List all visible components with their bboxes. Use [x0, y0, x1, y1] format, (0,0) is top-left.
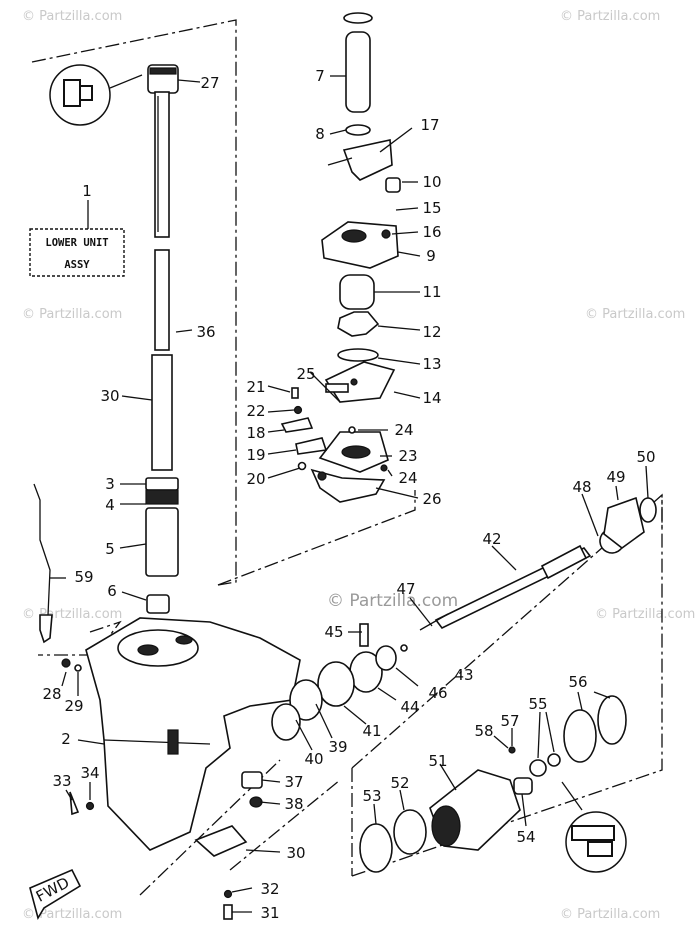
callout-labels: 1 2 3 4 5 6 7 8 9 10 11 12 13 14 15 16 1…	[42, 67, 655, 922]
watermark-top-right: © Partzilla.com	[560, 9, 660, 24]
callout-5: 5	[105, 540, 115, 558]
callout-46: 46	[428, 684, 447, 702]
callout-6: 6	[107, 582, 117, 600]
callout-8: 8	[315, 125, 325, 143]
callout-17: 17	[420, 116, 439, 134]
callout-56: 56	[568, 673, 587, 691]
callout-50: 50	[636, 448, 655, 466]
callout-38: 38	[284, 795, 303, 813]
watermark-mid-right: © Partzilla.com	[585, 307, 685, 322]
callout-26: 26	[422, 490, 441, 508]
callout-45: 45	[324, 623, 343, 641]
callout-13: 13	[422, 355, 441, 373]
callout-33: 33	[52, 772, 71, 790]
callout-36: 36	[196, 323, 215, 341]
drive-shaft-assembly	[145, 64, 179, 614]
callout-16: 16	[422, 223, 441, 241]
watermark-mid-left: © Partzilla.com	[22, 307, 122, 322]
callout-59: 59	[74, 568, 93, 586]
callout-52: 52	[390, 774, 409, 792]
seal-detail-circle	[49, 64, 143, 126]
callout-22: 22	[246, 402, 265, 420]
callout-20: 20	[246, 470, 265, 488]
callout-41: 41	[362, 722, 381, 740]
callout-2: 2	[61, 730, 71, 748]
callout-4: 4	[105, 496, 115, 514]
callout-18: 18	[246, 424, 265, 442]
watermark-bottom-right: © Partzilla.com	[560, 907, 660, 922]
callout-39: 39	[328, 738, 347, 756]
callout-34: 34	[80, 764, 99, 782]
callout-28: 28	[42, 685, 61, 703]
assy-box-line2: ASSY	[64, 259, 90, 271]
bearing-housing-group	[359, 695, 627, 873]
callout-29: 29	[64, 697, 83, 715]
callout-27: 27	[200, 74, 219, 92]
callout-49: 49	[606, 468, 625, 486]
callout-37: 37	[284, 773, 303, 791]
small-hardware	[280, 383, 388, 472]
assy-box-line1: LOWER UNIT	[45, 237, 108, 249]
watermark-layer: © Partzilla.com © Partzilla.com © Partzi…	[22, 9, 695, 922]
shift-rod	[33, 483, 53, 644]
watermark-top-left: © Partzilla.com	[22, 9, 122, 24]
callout-58: 58	[474, 722, 493, 740]
callout-48: 48	[572, 478, 591, 496]
callout-47: 47	[396, 580, 415, 598]
callout-51: 51	[428, 752, 447, 770]
lower-unit-assy-box: LOWER UNIT ASSY	[29, 200, 125, 277]
propeller-shaft-assembly	[271, 496, 657, 741]
callout-21: 21	[246, 378, 265, 396]
watermark-lower-right: © Partzilla.com	[595, 607, 695, 622]
watermark-center: © Partzilla.com	[327, 591, 458, 611]
callout-3: 3	[105, 475, 115, 493]
callout-30-shaft: 30	[100, 387, 119, 405]
callout-11: 11	[422, 283, 441, 301]
callout-40: 40	[304, 750, 323, 768]
callout-9: 9	[426, 247, 436, 265]
callout-14: 14	[422, 389, 441, 407]
callout-24-lower: 24	[398, 469, 417, 487]
callout-32: 32	[260, 880, 279, 898]
watermark-bottom-left: © Partzilla.com	[22, 907, 122, 922]
callout-7: 7	[315, 67, 325, 85]
callout-55: 55	[528, 695, 547, 713]
callout-12: 12	[422, 323, 441, 341]
watermark-lower-left: © Partzilla.com	[22, 607, 122, 622]
callout-1: 1	[82, 182, 92, 200]
callout-19: 19	[246, 446, 265, 464]
callout-31: 31	[260, 904, 279, 922]
callout-23: 23	[398, 447, 417, 465]
callout-10: 10	[422, 173, 441, 191]
callout-leaders	[50, 75, 649, 913]
callout-57: 57	[500, 712, 519, 730]
callout-43: 43	[454, 666, 473, 684]
callout-42: 42	[482, 530, 501, 548]
callout-15: 15	[422, 199, 441, 217]
callout-24-upper: 24	[394, 421, 413, 439]
callout-25: 25	[296, 365, 315, 383]
callout-54: 54	[516, 828, 535, 846]
water-pump-assembly	[310, 12, 401, 503]
callout-30: 30	[286, 844, 305, 862]
callout-53: 53	[362, 787, 381, 805]
gearcase-housing	[85, 617, 301, 857]
callout-44: 44	[400, 698, 419, 716]
